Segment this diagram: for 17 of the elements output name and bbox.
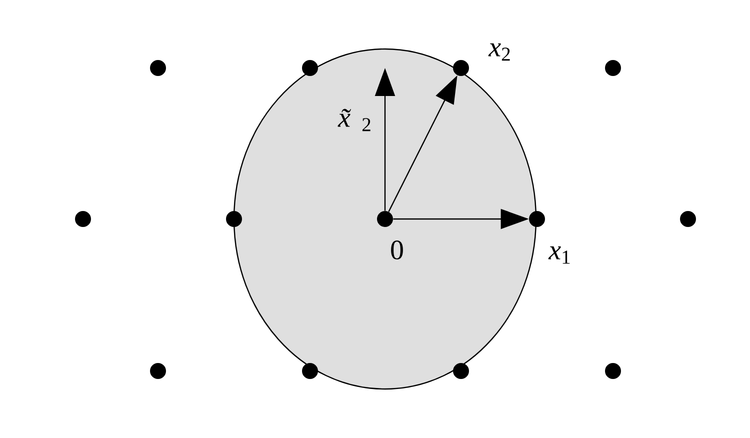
lattice-point: [377, 211, 393, 227]
lattice-point: [453, 363, 469, 379]
lattice-point: [150, 60, 166, 76]
lattice-point: [453, 60, 469, 76]
lattice-point: [680, 211, 696, 227]
lattice-point: [529, 211, 545, 227]
lattice-point: [605, 60, 621, 76]
lattice-point: [605, 363, 621, 379]
point-label: x$_{2}$: [488, 43, 510, 61]
edge-label: x̃$_{2}$: [338, 108, 370, 132]
lattice-point: [150, 363, 166, 379]
lattice-point: [75, 211, 91, 227]
point-label: 0: [391, 240, 403, 260]
lattice-point: [226, 211, 242, 227]
point-label: x$_{1}$: [548, 246, 570, 264]
lattice-point: [302, 60, 318, 76]
lattice-point: [302, 363, 318, 379]
